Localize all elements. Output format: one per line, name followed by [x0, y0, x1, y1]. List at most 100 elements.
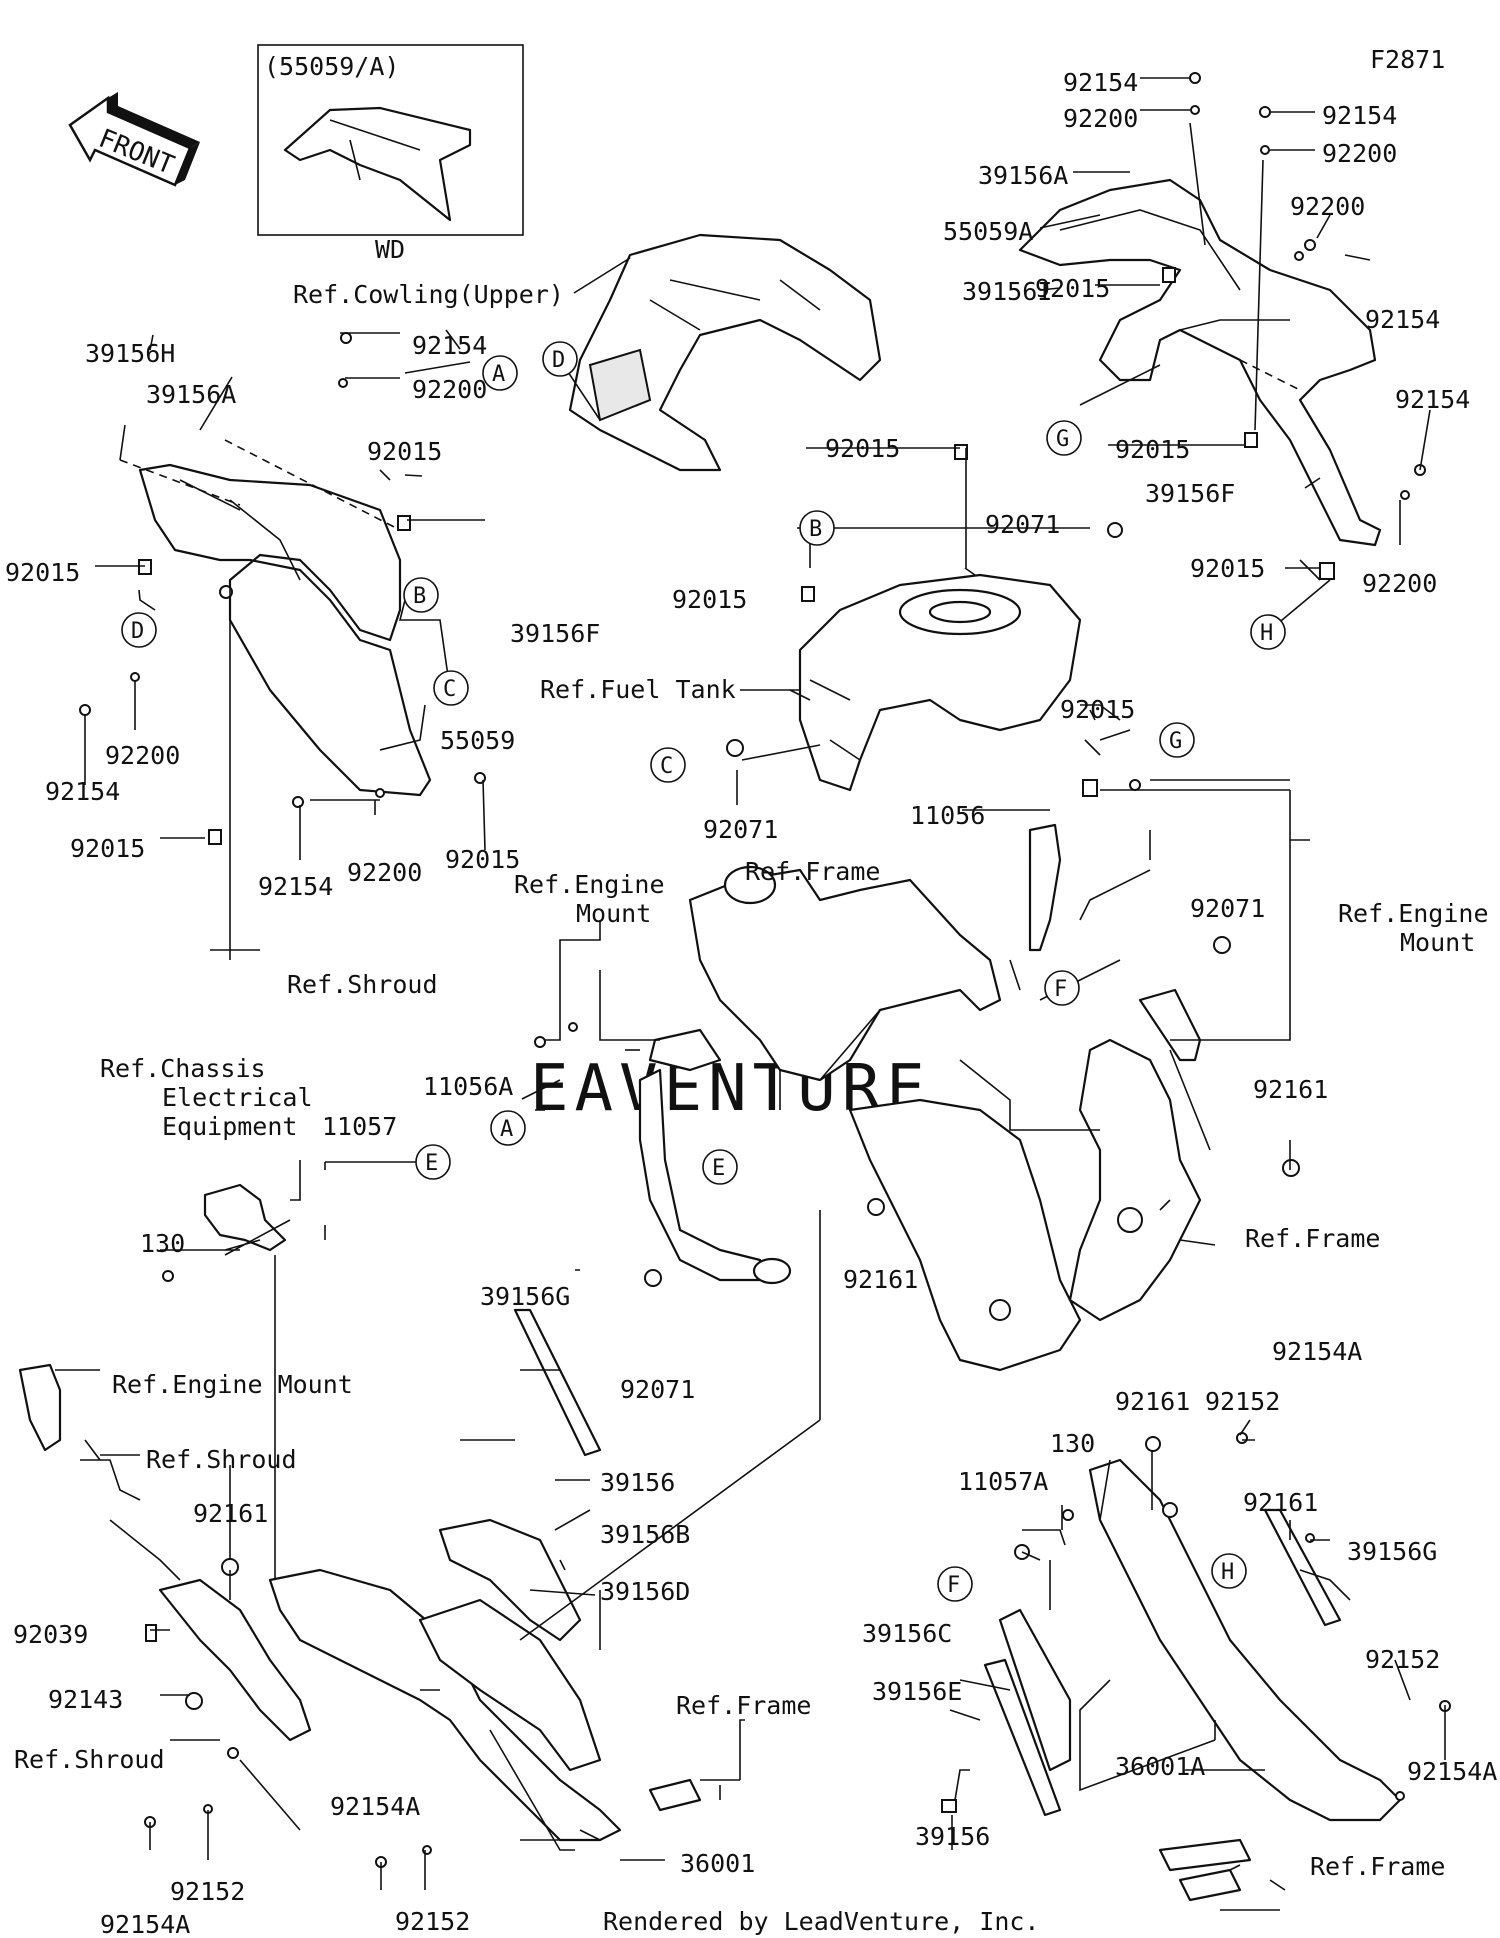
part-label: 92015 — [367, 437, 442, 466]
part-label: 92015 — [1115, 435, 1190, 464]
ref-circle-f-bottom: F — [937, 1566, 973, 1602]
part-label: 92015 — [445, 845, 520, 874]
bottom-frame-stubs — [648, 1778, 1252, 1902]
ref-shroud-left: Ref.Shroud — [287, 970, 438, 999]
ref-shroud-low: Ref.Shroud — [146, 1445, 297, 1474]
part-label: 92200 — [1362, 569, 1437, 598]
ref-circle-c-mid: C — [650, 747, 686, 783]
part-label: 92015 — [1035, 274, 1110, 303]
ref-circle-g-mid: G — [1159, 722, 1195, 758]
svg-text:F: F — [947, 1573, 960, 1598]
ref-circle-f-mid: F — [1044, 970, 1080, 1006]
part-label: 39156 — [915, 1822, 990, 1851]
part-label: 92161 — [843, 1265, 918, 1294]
svg-text:E: E — [712, 1156, 725, 1181]
part-label: 92015 — [1190, 554, 1265, 583]
part-label: 92154 — [1063, 68, 1138, 97]
part-label: 39156H — [85, 339, 175, 368]
ref-frame-right: Ref.Frame — [1245, 1224, 1380, 1253]
ref-cowling-upper: Ref.Cowling(Upper) — [293, 280, 564, 309]
leader-lines — [55, 77, 1446, 1911]
svg-text:H: H — [1221, 1560, 1234, 1585]
part-label: 92154 — [1322, 101, 1397, 130]
ref-frame-bottom-mid: Ref.Frame — [676, 1691, 811, 1720]
part-label: 39156F — [1145, 479, 1235, 508]
circled-refs: A B C D D B C G G H F A E E F H — [121, 341, 1286, 1602]
right-cowl-part — [1018, 178, 1382, 547]
ref-circle-d-top: D — [542, 341, 578, 377]
svg-text:A: A — [492, 362, 505, 387]
ref-circle-a-top: A — [482, 355, 518, 391]
part-label: 92015 — [70, 834, 145, 863]
svg-text:G: G — [1056, 427, 1069, 452]
part-label: 92161 — [193, 1499, 268, 1528]
ref-circle-e-left: E — [415, 1144, 451, 1180]
part-label: 92200 — [347, 858, 422, 887]
svg-text:D: D — [131, 619, 144, 644]
part-label: 39156G — [480, 1282, 570, 1311]
part-label: 92152 — [395, 1907, 470, 1936]
part-label: 92154A — [1407, 1757, 1497, 1786]
part-label: 92015 — [1060, 695, 1135, 724]
part-label: 39156E — [872, 1677, 962, 1706]
svg-text:F: F — [1054, 977, 1067, 1002]
right-mount-part — [1028, 823, 1202, 1062]
ref-chassis-3: Equipment — [162, 1112, 297, 1141]
part-label: 92200 — [105, 741, 180, 770]
svg-text:B: B — [413, 584, 426, 609]
reference-labels: Ref.Cowling(Upper) Ref.Fuel Tank Ref.Fra… — [14, 280, 1489, 1881]
part-label: 92154 — [412, 331, 487, 360]
svg-text:C: C — [660, 754, 673, 779]
part-label: 92200 — [412, 375, 487, 404]
part-label: 11057 — [322, 1112, 397, 1141]
part-label: 92039 — [13, 1620, 88, 1649]
ref-circle-b-left: B — [403, 577, 439, 613]
inset-box: (55059/A) WD — [257, 44, 524, 264]
chassis-bracket-part — [203, 1183, 287, 1252]
part-label: 92200 — [1322, 139, 1397, 168]
part-label: 92015 — [825, 434, 900, 463]
fuel-tank-part — [798, 573, 1082, 792]
left-mount-part — [638, 1028, 792, 1285]
ref-frame-bottom-right: Ref.Frame — [1310, 1852, 1445, 1881]
part-label: 92015 — [672, 585, 747, 614]
lower-right-cowl-part — [983, 1458, 1402, 1822]
part-label: 36001 — [680, 1849, 755, 1878]
left-cowl-part — [138, 463, 432, 797]
part-label: 92154A — [330, 1792, 420, 1821]
part-label: 39156F — [510, 619, 600, 648]
svg-text:G: G — [1169, 729, 1182, 754]
ref-chassis-1: Ref.Chassis — [100, 1054, 266, 1083]
part-label: 92154 — [258, 872, 333, 901]
ref-circle-b-mid: B — [799, 510, 835, 546]
inset-note: WD — [375, 235, 405, 264]
part-label: 92143 — [48, 1685, 123, 1714]
ref-engine-mount-mid-2: Mount — [576, 899, 651, 928]
lower-left-cowl-part — [18, 1363, 622, 1842]
ref-circle-g-top: G — [1046, 420, 1082, 456]
part-label: 39156B — [600, 1520, 690, 1549]
part-label: 92152 — [1365, 1645, 1440, 1674]
part-label: 11057A — [958, 1467, 1048, 1496]
svg-text:B: B — [809, 517, 822, 542]
part-label: 39156C — [862, 1619, 952, 1648]
part-label: 92152 — [170, 1877, 245, 1906]
ref-engine-mount-right-1: Ref.Engine — [1338, 899, 1489, 928]
svg-text:C: C — [443, 677, 456, 702]
part-label: 92161 — [1115, 1387, 1190, 1416]
ref-circle-a-mid: A — [490, 1110, 526, 1146]
part-label: 92015 — [5, 558, 80, 587]
frame-part — [688, 865, 1202, 1372]
svg-text:A: A — [500, 1117, 513, 1142]
heat-shield-parts — [418, 1308, 602, 1772]
front-arrow-icon: FRONT — [68, 92, 200, 187]
part-label: 92154 — [1395, 385, 1470, 414]
part-label: 92161 — [1243, 1488, 1318, 1517]
part-label: 39156A — [146, 380, 236, 409]
svg-text:D: D — [552, 348, 565, 373]
part-label: 55059 — [440, 726, 515, 755]
ref-shroud-bottom: Ref.Shroud — [14, 1745, 165, 1774]
part-label: 92154 — [45, 777, 120, 806]
part-label: 39156G — [1347, 1537, 1437, 1566]
